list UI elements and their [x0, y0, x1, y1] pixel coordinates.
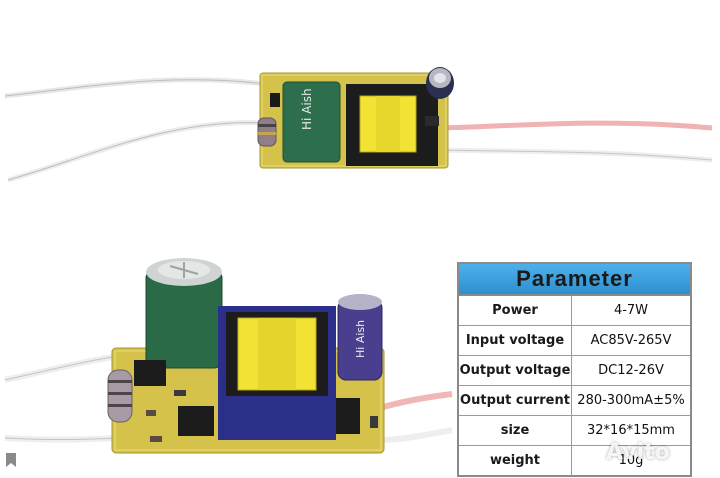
row-value: AC85V-265V — [590, 333, 672, 348]
top-driver-photo: Hi Aish — [4, 67, 713, 183]
parameter-table-title: Parameter — [459, 264, 690, 296]
table-row: Power 4-7W — [459, 296, 690, 326]
row-value: 32*16*15mm — [587, 423, 675, 438]
table-row: Output voltage DC12-26V — [459, 356, 690, 386]
row-label: Output current — [459, 386, 572, 415]
row-label: Input voltage — [459, 326, 572, 355]
row-label: Power — [459, 296, 572, 325]
table-row: Input voltage AC85V-265V — [459, 326, 690, 356]
row-label: Output voltage — [459, 356, 572, 385]
bottom-driver-photo: Hi Aish — [4, 258, 453, 454]
table-row: size 32*16*15mm — [459, 416, 690, 446]
row-value: DC12-26V — [598, 363, 664, 378]
parameter-table: Parameter Power 4-7W Input voltage AC85V… — [457, 262, 692, 477]
bottom-cap-marking: Hi Aish — [354, 320, 367, 358]
row-value: 4-7W — [613, 303, 649, 318]
top-cap-marking: Hi Aish — [300, 88, 314, 130]
row-label: weight — [459, 446, 572, 475]
row-value: 280-300mA±5% — [577, 393, 685, 408]
bookmark-icon[interactable] — [4, 452, 18, 468]
row-value: 10g — [618, 453, 644, 468]
row-label: size — [459, 416, 572, 445]
watermark: Avito — [606, 440, 670, 465]
table-row: weight 10g — [459, 446, 690, 475]
table-row: Output current 280-300mA±5% — [459, 386, 690, 416]
